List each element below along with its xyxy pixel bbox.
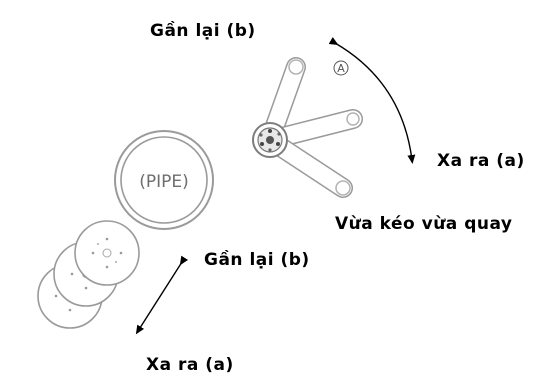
pipe-label: (PIPE) [139, 172, 189, 192]
label-farther-bottom: Xa ra (a) [146, 355, 234, 375]
disc-top [74, 220, 140, 286]
pipe: (PIPE) [114, 130, 214, 230]
rotation-marker-letter: A [337, 62, 345, 75]
tool-hub [252, 122, 288, 158]
rotation-marker: A [333, 60, 349, 76]
label-closer-top: Gần lại (b) [150, 20, 256, 41]
label-farther-right: Xa ra (a) [437, 151, 525, 171]
label-pull-rotate: Vừa kéo vừa quay [335, 214, 513, 234]
distance-arrow [135, 255, 189, 335]
rotation-arrow [328, 37, 416, 164]
three-arm-tool [252, 57, 363, 198]
label-closer-middle: Gần lại (b) [204, 249, 310, 270]
disc-stack [37, 220, 140, 329]
